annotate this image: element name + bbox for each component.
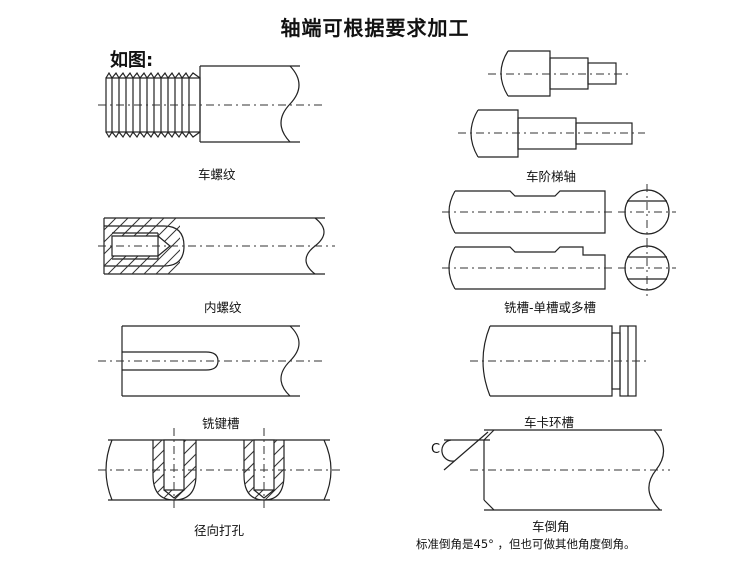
chamfer-drawing <box>441 429 670 511</box>
caption-keyway: 铣键槽 <box>202 416 240 431</box>
caption-milled-slot: 铣槽-单槽或多槽 <box>504 300 597 315</box>
page-subtitle: 如图: <box>110 50 154 71</box>
caption-thread: 车螺纹 <box>198 167 236 182</box>
thread-drawing <box>98 65 325 143</box>
internal-thread-drawing <box>98 217 335 275</box>
caption-stepped-shaft: 车阶梯轴 <box>526 169 577 184</box>
milled-slot-drawing <box>442 184 676 296</box>
caption-ring-groove: 车卡环槽 <box>524 415 575 430</box>
caption-internal-thread: 内螺纹 <box>204 300 242 315</box>
keyway-drawing <box>98 325 322 397</box>
stepped-shaft-drawing <box>458 50 645 158</box>
caption-chamfer: 车倒角 <box>532 519 570 534</box>
chamfer-angle-label: C <box>431 442 441 457</box>
page-title: 轴端可根据要求加工 <box>280 16 470 40</box>
chamfer-note: 标准倒角是45° ，但也可做其他角度倒角。 <box>416 537 636 551</box>
caption-radial-hole: 径向打孔 <box>194 523 245 538</box>
radial-hole-drawing <box>98 428 340 508</box>
ring-groove-drawing <box>470 325 650 397</box>
